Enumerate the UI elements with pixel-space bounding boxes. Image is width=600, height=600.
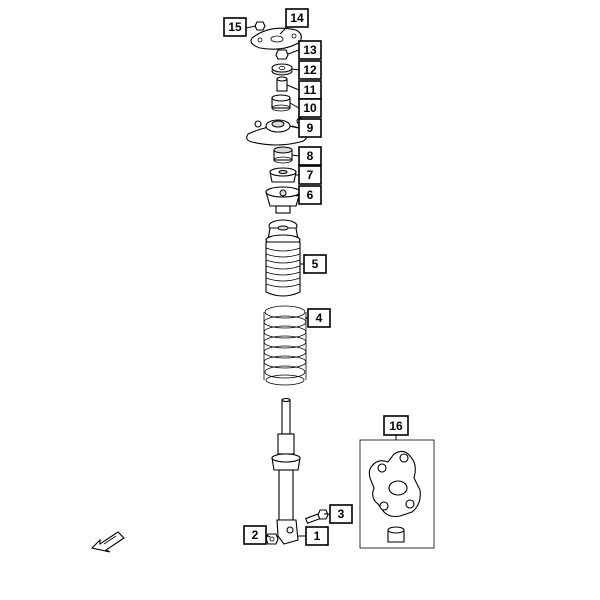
callout-14: 14 (285, 8, 309, 28)
part-9-strut-mount (246, 117, 308, 146)
part-3-bolt (305, 509, 329, 524)
callout-13-label: 13 (303, 43, 317, 57)
callout-9-label: 9 (307, 121, 314, 135)
front-direction-arrow-icon (90, 531, 125, 553)
callout-5: 5 (303, 254, 327, 274)
callout-11-label: 11 (304, 83, 317, 97)
callout-15-label: 15 (228, 20, 242, 34)
part-13-nut (275, 49, 289, 60)
part-1-strut-assembly (271, 397, 301, 545)
callout-5-label: 5 (312, 257, 319, 271)
part-8-cap (273, 146, 293, 164)
callout-16: 16 (383, 415, 409, 436)
part-6-jounce-bumper (265, 186, 301, 214)
callout-8: 8 (298, 146, 322, 166)
part-16-knuckle (359, 439, 435, 549)
callout-2: 2 (243, 525, 267, 545)
callout-2-label: 2 (252, 528, 259, 542)
part-11-sleeve (276, 76, 288, 92)
part-4-coil-spring (263, 305, 307, 386)
callout-8-label: 8 (307, 149, 314, 163)
part-14-upper-mount-plate (250, 27, 302, 50)
part-5-dust-boot (265, 219, 301, 297)
part-10-bushing (271, 94, 291, 112)
callout-10-label: 10 (303, 101, 317, 115)
callout-7: 7 (298, 165, 322, 185)
callout-10: 10 (298, 98, 322, 118)
leader-lines (245, 25, 397, 538)
callout-14-label: 14 (290, 11, 304, 25)
callout-7-label: 7 (307, 168, 314, 182)
part-7-isolator (269, 167, 297, 183)
callout-15: 15 (223, 17, 247, 37)
callout-12: 12 (298, 60, 322, 80)
callout-9: 9 (298, 118, 322, 138)
callout-11: 11 (298, 80, 322, 100)
callout-3: 3 (329, 504, 353, 524)
part-12-washer (271, 63, 293, 76)
callout-4: 4 (307, 308, 331, 328)
callout-12-label: 12 (303, 63, 317, 77)
callout-6: 6 (298, 185, 322, 205)
callout-1-label: 1 (314, 529, 321, 543)
callout-4-label: 4 (316, 311, 323, 325)
callout-16-label: 16 (389, 419, 403, 433)
callout-13: 13 (298, 40, 322, 60)
callout-3-label: 3 (338, 507, 345, 521)
callout-1: 1 (305, 526, 329, 546)
part-15-nut (254, 21, 266, 31)
callout-6-label: 6 (307, 188, 314, 202)
